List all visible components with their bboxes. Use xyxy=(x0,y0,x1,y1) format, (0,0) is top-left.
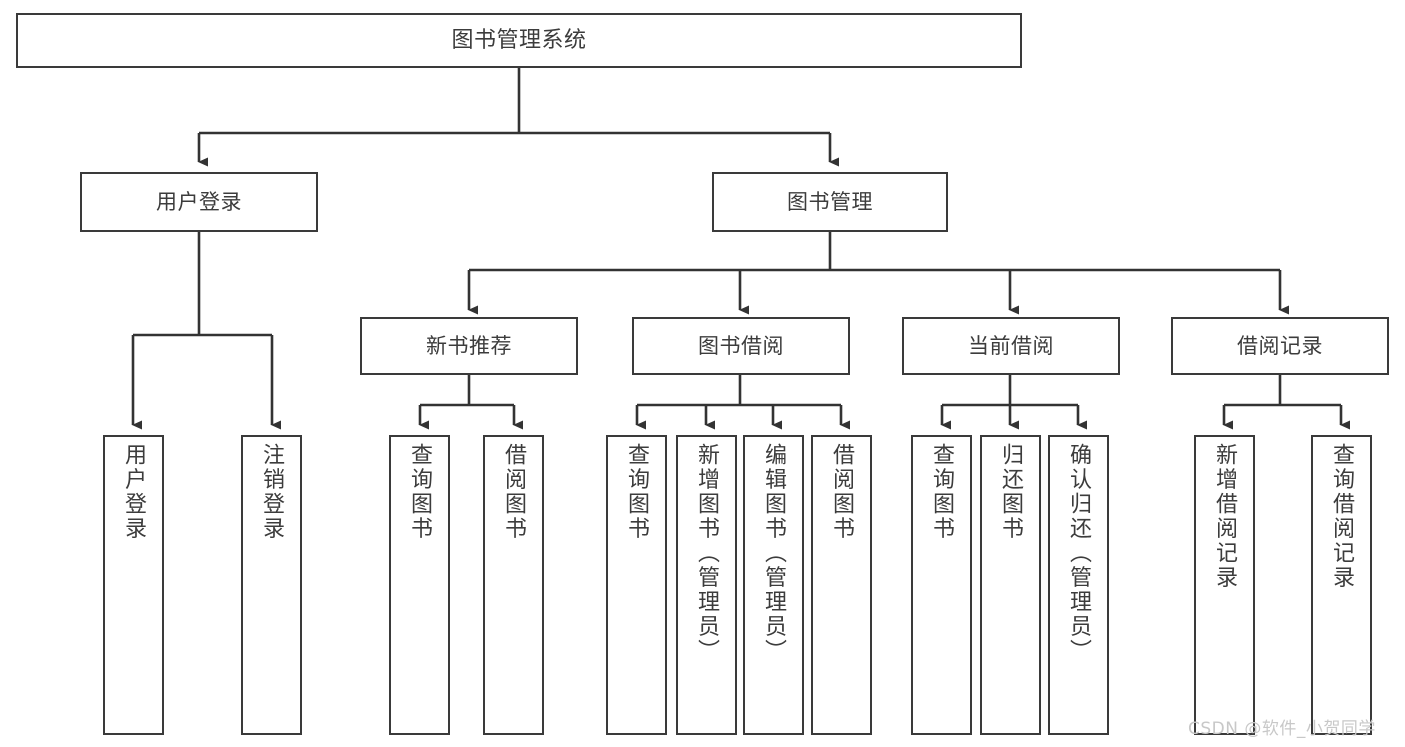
node-book-borrow-label: 图书借阅 xyxy=(698,333,784,358)
leaf-query-record[interactable]: 查询借阅记录 xyxy=(1311,435,1372,735)
leaf-query-record-label: 查询借阅记录 xyxy=(1329,443,1355,590)
leaf-edit-book-label: 编辑图书（管理员） xyxy=(761,443,787,664)
leaf-query-book-1[interactable]: 查询图书 xyxy=(389,435,450,735)
leaf-borrow-book-2-label: 借阅图书 xyxy=(829,443,855,541)
leaf-edit-book[interactable]: 编辑图书（管理员） xyxy=(743,435,804,735)
leaf-query-book-2-label: 查询图书 xyxy=(624,443,650,541)
leaf-add-book-label: 新增图书（管理员） xyxy=(694,443,720,664)
node-current-borrow[interactable]: 当前借阅 xyxy=(902,317,1120,375)
node-user-login[interactable]: 用户登录 xyxy=(80,172,318,232)
leaf-add-record[interactable]: 新增借阅记录 xyxy=(1194,435,1255,735)
leaf-return-book-label: 归还图书 xyxy=(998,443,1024,541)
leaf-logout[interactable]: 注销登录 xyxy=(241,435,302,735)
leaf-query-book-2[interactable]: 查询图书 xyxy=(606,435,667,735)
leaf-query-book-3[interactable]: 查询图书 xyxy=(911,435,972,735)
leaf-borrow-book-1[interactable]: 借阅图书 xyxy=(483,435,544,735)
leaf-logout-label: 注销登录 xyxy=(259,443,285,541)
node-book-management[interactable]: 图书管理 xyxy=(712,172,948,232)
leaf-add-record-label: 新增借阅记录 xyxy=(1212,443,1238,590)
leaf-confirm-return-label: 确认归还（管理员） xyxy=(1066,443,1092,664)
node-user-login-label: 用户登录 xyxy=(156,189,242,214)
node-borrow-record-label: 借阅记录 xyxy=(1237,333,1323,358)
node-new-book-recommend[interactable]: 新书推荐 xyxy=(360,317,578,375)
node-book-management-label: 图书管理 xyxy=(787,189,873,214)
leaf-user-login-label: 用户登录 xyxy=(121,443,147,541)
node-root-label: 图书管理系统 xyxy=(451,27,587,53)
leaf-query-book-3-label: 查询图书 xyxy=(929,443,955,541)
leaf-return-book[interactable]: 归还图书 xyxy=(980,435,1041,735)
leaf-borrow-book-2[interactable]: 借阅图书 xyxy=(811,435,872,735)
leaf-borrow-book-1-label: 借阅图书 xyxy=(501,443,527,541)
node-borrow-record[interactable]: 借阅记录 xyxy=(1171,317,1389,375)
node-book-borrow[interactable]: 图书借阅 xyxy=(632,317,850,375)
node-current-borrow-label: 当前借阅 xyxy=(968,333,1054,358)
leaf-user-login[interactable]: 用户登录 xyxy=(103,435,164,735)
csdn-watermark: CSDN @软件_小贺同学 xyxy=(1188,719,1376,739)
node-root[interactable]: 图书管理系统 xyxy=(16,13,1022,68)
node-new-book-recommend-label: 新书推荐 xyxy=(426,333,512,358)
leaf-add-book[interactable]: 新增图书（管理员） xyxy=(676,435,737,735)
leaf-confirm-return[interactable]: 确认归还（管理员） xyxy=(1048,435,1109,735)
leaf-query-book-1-label: 查询图书 xyxy=(407,443,433,541)
